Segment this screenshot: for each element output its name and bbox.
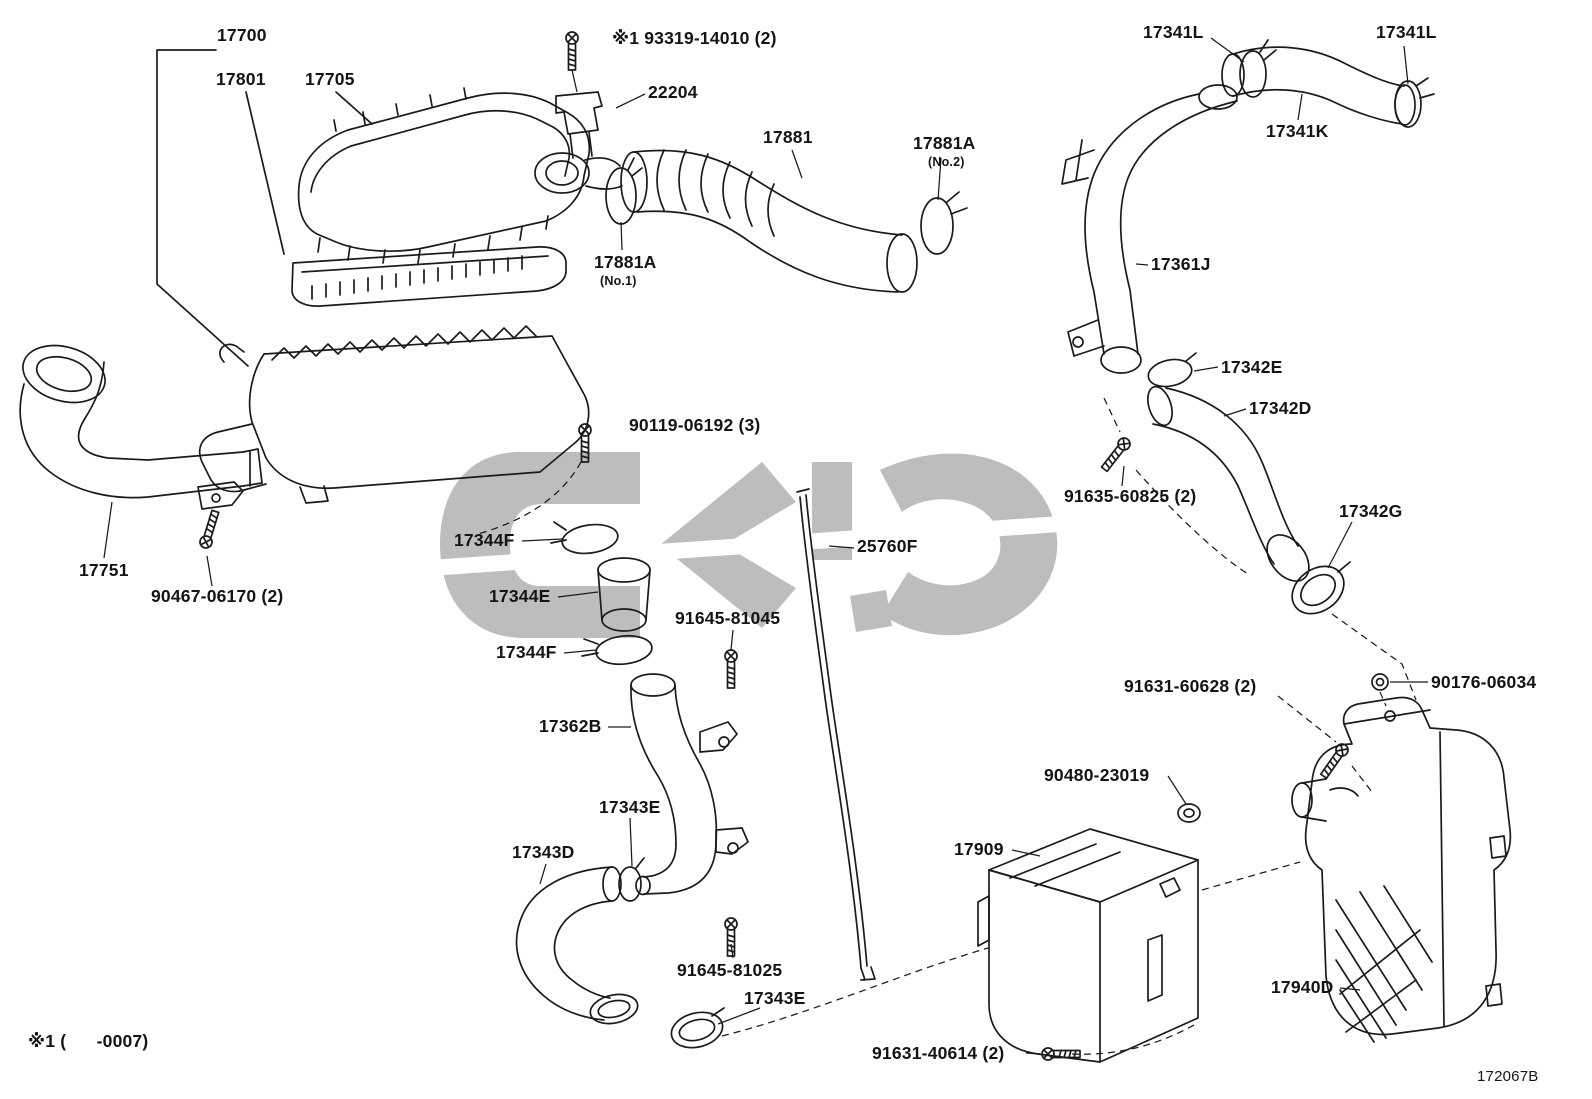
air-pipe-17362b	[630, 673, 749, 896]
construction-lines	[477, 397, 1417, 1055]
grommet-90480	[1177, 803, 1201, 823]
bolt-91635-icon	[1098, 434, 1134, 474]
air-inlet-duct	[19, 344, 263, 499]
bolt-90119-icon	[578, 423, 592, 463]
intake-hose	[620, 149, 918, 293]
air-cleaner-case	[198, 325, 590, 504]
clamp-17342g	[1291, 561, 1351, 615]
maf-sensor	[555, 91, 603, 159]
resonator-17940d	[1291, 696, 1512, 1043]
clamp-17344f-upper	[550, 521, 619, 555]
leader-lines	[103, 37, 1428, 1055]
bolt-91645-81045-icon	[724, 649, 738, 689]
clamp-17342e	[1147, 352, 1197, 388]
callout-lines-17700	[156, 49, 373, 367]
intake-snout	[534, 152, 623, 194]
clamp-17343e-lower	[670, 1007, 725, 1049]
air-filter-element	[291, 246, 567, 307]
air-cleaner-cap	[297, 87, 591, 264]
hose-clamp-no2	[920, 191, 968, 255]
joint-hose-17344e	[597, 557, 651, 632]
air-hose-17342d	[1146, 385, 1310, 582]
inlet-bracket	[197, 481, 244, 510]
bolt-93319-icon	[565, 31, 579, 71]
clamp-17344f-lower	[581, 634, 653, 666]
watermark	[430, 452, 1060, 638]
clamp-17341l-left	[1239, 39, 1277, 98]
nut-90176-icon	[1371, 673, 1389, 691]
oil-level-gauge-tube	[796, 488, 876, 981]
air-hose-17341k	[1221, 46, 1416, 126]
resonator-17909	[977, 828, 1199, 1063]
hose-clamp-no1	[605, 157, 643, 225]
air-pipe-17361j	[1061, 84, 1238, 374]
bolt-91645-81025-icon	[724, 917, 738, 957]
clamp-17343e-upper	[618, 857, 645, 902]
air-hose-17343d	[515, 866, 639, 1025]
bolt-90467-icon	[197, 508, 222, 551]
